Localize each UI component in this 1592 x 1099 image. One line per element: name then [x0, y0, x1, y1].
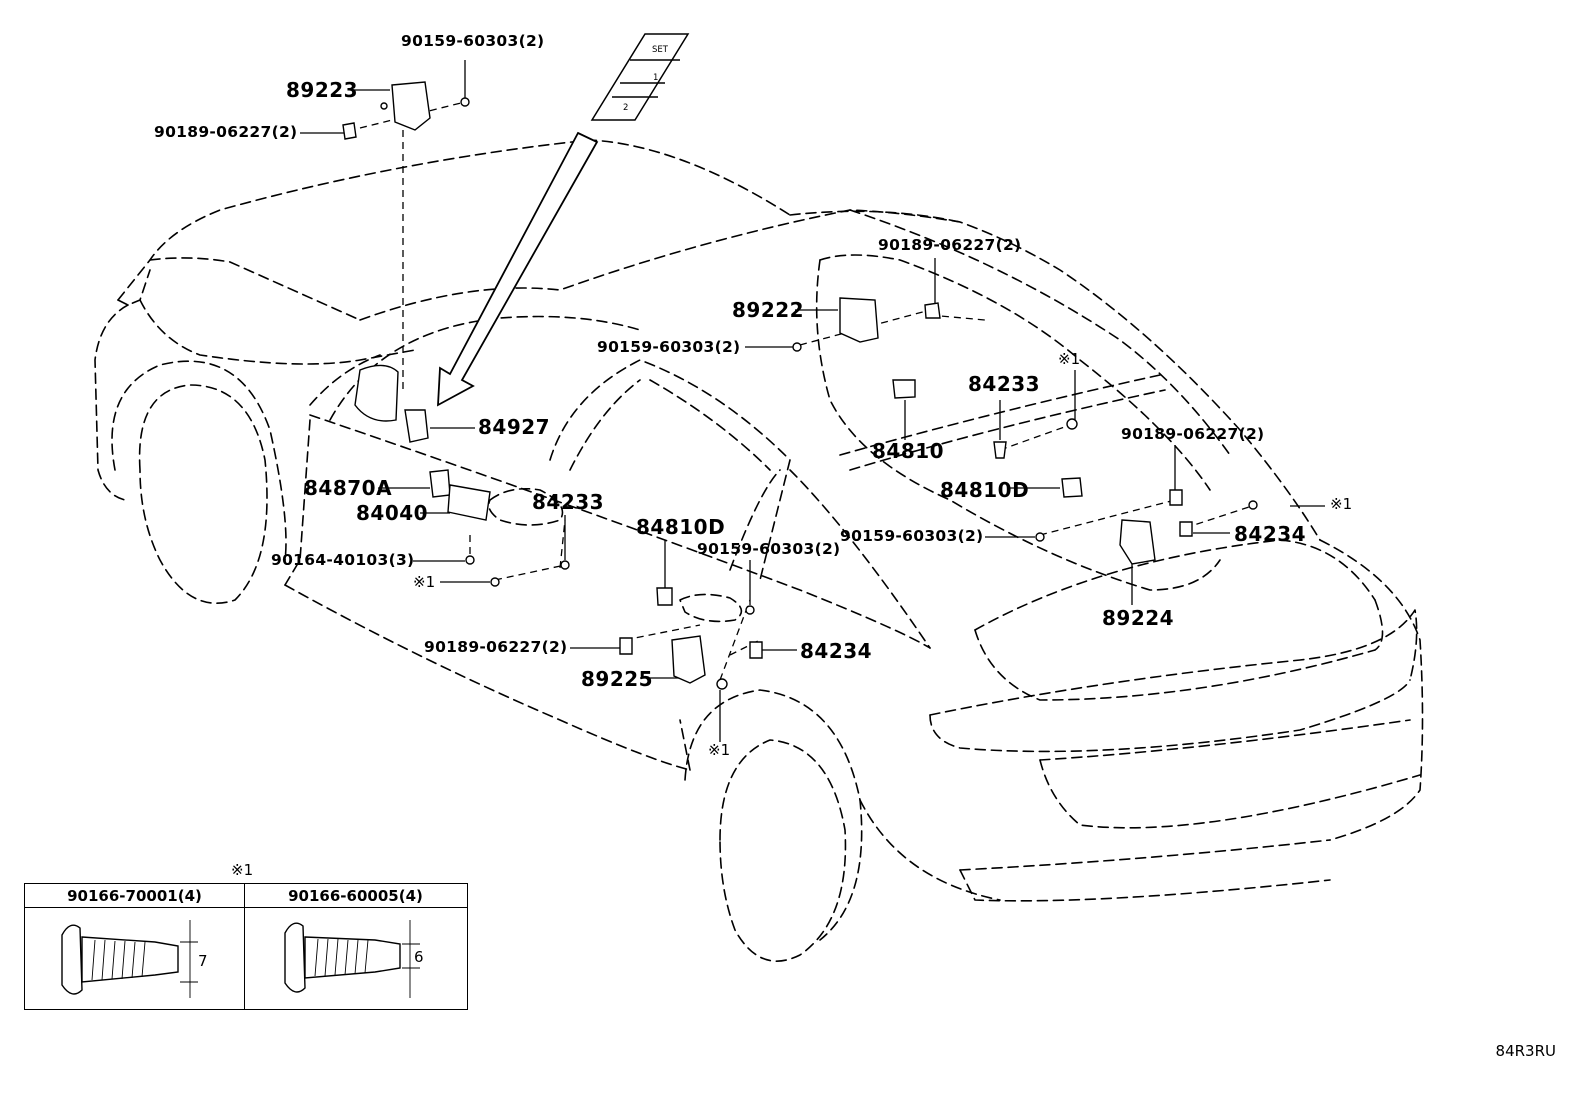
- label-84233-b: 84233: [532, 490, 605, 514]
- note-mark-c: ※1: [413, 573, 436, 591]
- label-84810d-b: 84810D: [636, 515, 726, 539]
- label-90159-60303-c: 90159-60303(2): [840, 527, 984, 545]
- label-90189-06227-c: 90189-06227(2): [1121, 425, 1265, 443]
- note-mark-a: ※1: [1058, 350, 1081, 368]
- legend-col1-dimension: 7: [198, 952, 208, 970]
- label-84810d-a: 84810D: [940, 478, 1030, 502]
- label-84810: 84810: [872, 439, 945, 463]
- legend-divider: [244, 884, 245, 1009]
- label-90164-40103: 90164-40103(3): [271, 551, 415, 569]
- label-89225: 89225: [581, 667, 654, 691]
- label-84234-a: 84234: [1234, 522, 1307, 546]
- label-90189-06227-a: 90189-06227(2): [154, 123, 298, 141]
- label-89222: 89222: [732, 298, 805, 322]
- label-90159-60303-d: 90159-60303(2): [697, 540, 841, 558]
- label-84870a: 84870A: [304, 476, 393, 500]
- fastener-legend-table: 90166-70001(4) 90166-60005(4): [24, 883, 468, 1010]
- note-mark-d: ※1: [708, 741, 731, 759]
- label-90189-06227-d: 90189-06227(2): [424, 638, 568, 656]
- switch-pos1-label: 1: [653, 73, 658, 83]
- legend-col2-dimension: 6: [414, 948, 424, 966]
- label-84040: 84040: [356, 501, 429, 525]
- label-90159-60303-a: 90159-60303(2): [401, 32, 545, 50]
- note-mark-b: ※1: [1330, 495, 1353, 513]
- label-84927: 84927: [478, 415, 551, 439]
- label-84234-b: 84234: [800, 639, 873, 663]
- switch-set-label: SET: [652, 45, 669, 55]
- legend-mark: ※1: [231, 861, 254, 879]
- legend-col2-header: 90166-60005(4): [244, 884, 467, 908]
- legend-col1-header: 90166-70001(4): [25, 884, 244, 908]
- label-89223: 89223: [286, 78, 359, 102]
- switch-pos2-label: 2: [623, 103, 628, 113]
- label-84233-a: 84233: [968, 372, 1041, 396]
- label-90189-06227-b: 90189-06227(2): [878, 236, 1022, 254]
- label-90159-60303-b: 90159-60303(2): [597, 338, 741, 356]
- diagram-reference-code: 84R3RU: [1495, 1042, 1556, 1060]
- label-89224: 89224: [1102, 606, 1175, 630]
